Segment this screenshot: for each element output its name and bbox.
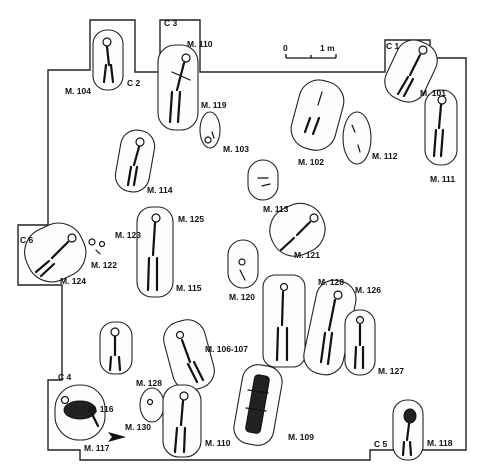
grave-label-123: M. 123 xyxy=(115,230,141,240)
grave-label-125: M. 125 xyxy=(178,214,204,224)
grave-label-128-east: M. 128 xyxy=(318,277,344,287)
skeleton-104 xyxy=(102,37,115,84)
grave-label-109: M. 109 xyxy=(288,432,314,442)
grave-label-120: M. 120 xyxy=(229,292,255,302)
north-arrow-icon xyxy=(108,432,126,442)
sector-label-c5: C 5 xyxy=(374,439,388,449)
grave-label-119: M. 119 xyxy=(201,100,227,110)
grave-cut-102 xyxy=(290,79,345,151)
grave-label-112: M. 112 xyxy=(372,151,398,161)
skeleton-121 xyxy=(279,213,319,252)
skeleton-103 xyxy=(204,131,215,144)
skeleton-106-107 xyxy=(175,330,205,384)
grave-cut-130 xyxy=(139,387,165,423)
grave-label-126: M. 126 xyxy=(355,285,381,295)
trench-outline xyxy=(17,19,467,461)
grave-cut-113 xyxy=(247,159,279,201)
skeleton-110-north xyxy=(168,53,191,124)
skeleton-116 xyxy=(60,395,100,428)
grave-label-124: M. 124 xyxy=(60,276,86,286)
skeleton-125 xyxy=(146,213,161,292)
skeleton-109 xyxy=(245,374,270,434)
skeleton-118 xyxy=(401,408,417,457)
skeleton-126 xyxy=(319,290,343,366)
bones-122-123 xyxy=(88,238,106,255)
sector-label-c6: C 6 xyxy=(20,235,34,245)
skeleton-102 xyxy=(303,91,323,136)
skeleton-111 xyxy=(432,95,447,158)
scale-one-meter-label: 1 m xyxy=(320,43,335,53)
grave-label-127: M. 127 xyxy=(378,366,404,376)
skeleton-112 xyxy=(351,124,361,153)
grave-label-106-107: M. 106-107 xyxy=(205,344,248,354)
grave-label-102: M. 102 xyxy=(298,157,324,167)
sector-label-c1: C 1 xyxy=(386,41,400,51)
grave-label-111: M. 111 xyxy=(430,174,455,184)
grave-label-118: M. 118 xyxy=(427,438,453,448)
scale-zero-label: 0 xyxy=(283,43,288,53)
grave-label-117: M. 117 xyxy=(84,443,110,453)
sector-label-c2: C 2 xyxy=(127,78,141,88)
grave-label-104: M. 104 xyxy=(65,86,91,96)
grave-label-101: M. 101 xyxy=(420,88,446,98)
skeleton-120 xyxy=(238,258,246,281)
grave-label-114: M. 114 xyxy=(147,185,173,195)
grave-label-121: M. 121 xyxy=(294,250,320,260)
grave-label-110-south: M. 110 xyxy=(205,438,231,448)
grave-labels: M. 101 M. 102 M. 103 M. 104 M. 106-107 M… xyxy=(60,39,455,453)
grave-label-128-west: M. 128 xyxy=(136,378,162,388)
skeleton-128-east xyxy=(275,282,289,362)
skeleton-113 xyxy=(257,177,271,187)
grave-cut-111 xyxy=(424,89,458,166)
grave-label-122: M. 122 xyxy=(91,260,117,270)
grave-cut-128-east xyxy=(262,274,306,368)
sector-label-c3: C 3 xyxy=(164,18,178,28)
skeletons xyxy=(34,37,447,457)
skeleton-114 xyxy=(126,137,145,187)
skeleton-101 xyxy=(396,45,428,98)
grave-cut-106-107 xyxy=(163,319,215,391)
grave-cut-112 xyxy=(342,111,372,165)
grave-cut-125 xyxy=(136,206,174,298)
skeleton-127 xyxy=(353,315,365,370)
grave-label-113: M. 113 xyxy=(263,204,289,214)
skeleton-128-west xyxy=(108,327,122,372)
grave-label-115: M. 115 xyxy=(176,283,202,293)
skeleton-130 xyxy=(146,398,154,406)
grave-label-116: M. 116 xyxy=(88,404,114,414)
skeleton-110-south xyxy=(173,391,189,454)
grave-label-130: M. 130 xyxy=(125,422,151,432)
scale-bar: 0 1 m xyxy=(283,43,337,59)
skeleton-124 xyxy=(34,233,77,278)
sector-labels: C 1 C 2 C 3 C 4 C 5 C 6 xyxy=(20,18,400,449)
sector-label-c4: C 4 xyxy=(58,372,72,382)
grave-label-110-north: M. 110 xyxy=(187,39,213,49)
grave-label-103: M. 103 xyxy=(223,144,249,154)
